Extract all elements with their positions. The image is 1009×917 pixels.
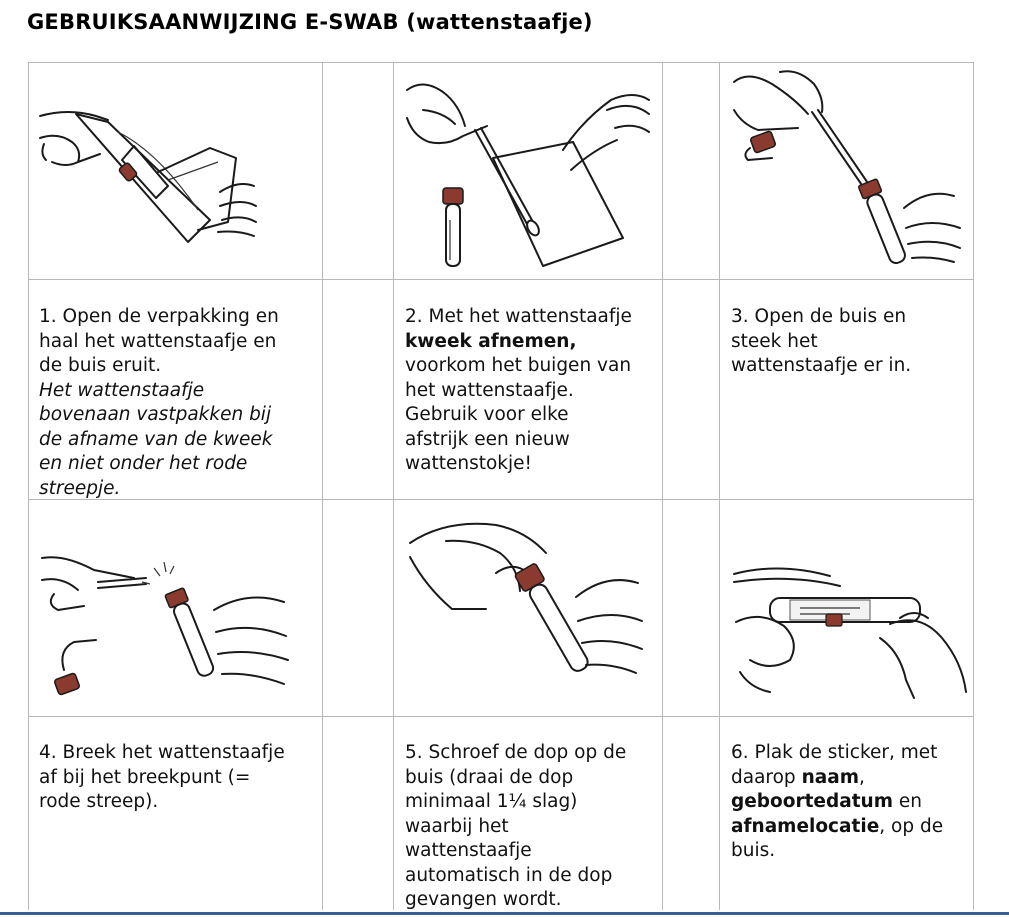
step-text-line: waarbij het <box>405 815 509 837</box>
grid-line <box>28 62 974 63</box>
step-note-line: de afname van de kweek <box>39 428 273 450</box>
grid-line <box>719 62 720 910</box>
emphasis-text: naam <box>801 766 859 788</box>
grid-line <box>28 499 974 500</box>
break-swab-illustration <box>41 556 289 696</box>
step-note-line: en niet onder het rode <box>39 453 248 474</box>
grid-line <box>662 62 663 910</box>
step-text-line: wattenstaafje er in. <box>731 355 912 376</box>
step-text-line: minimaal 1¼ slag) <box>405 791 578 812</box>
bottom-border-bar <box>0 912 1009 915</box>
step-text-line: afnamelocatie, op de <box>731 815 971 840</box>
grid-line <box>393 62 394 910</box>
step-text-line: voorkom het buigen van <box>405 355 632 376</box>
step-5-text: 5. Schroef de dop op de buis (draai de d… <box>405 741 661 913</box>
step-text-line: 3. Open de buis en <box>731 306 907 327</box>
step-text-line: rode streep). <box>39 791 159 812</box>
step-text-line: 5. Schroef de dop op de <box>405 742 627 763</box>
insert-swab-illustration <box>733 70 961 265</box>
grid-line <box>28 716 974 717</box>
instruction-table: 1. Open de verpakking en haal het watten… <box>28 62 974 910</box>
step-text-line: Gebruik voor elke <box>405 404 569 425</box>
step-text-line: de buis eruit. <box>39 355 162 376</box>
step-text-line: wattenstaafje <box>405 840 532 861</box>
page-title: GEBRUIKSAANWIJZING E-SWAB (wattenstaafje… <box>27 10 593 34</box>
step-text-line: af bij het breekpunt (= <box>39 766 251 788</box>
emphasis-text: afnamelocatie <box>731 815 880 837</box>
step-text-line: steek het <box>731 330 818 352</box>
step-note-line: streepje. <box>39 477 121 499</box>
step-2-text: 2. Met het wattenstaafje kweek afnemen, … <box>405 305 661 477</box>
step-text-line: haal het wattenstaafje en <box>39 330 277 352</box>
text-post: , <box>858 766 865 788</box>
step-text-line: geboortedatum en <box>731 790 971 815</box>
step-text-line: 4. Breek het wattenstaafje <box>39 742 285 763</box>
step-text-line: 1. Open de verpakking en <box>39 306 279 327</box>
step-note-line: Het wattenstaafje <box>39 379 205 401</box>
text-post: , op de <box>879 815 944 837</box>
text-post: en <box>892 791 922 812</box>
step-text-line: 6. Plak de sticker, met <box>731 742 938 763</box>
step-text-line: buis. <box>731 840 776 861</box>
grid-line <box>322 62 323 910</box>
step-text-line: daarop naam, <box>731 766 971 791</box>
step-text-line: 2. Met het wattenstaafje <box>405 306 632 327</box>
screw-cap-illustration <box>409 522 643 674</box>
step-text-line: automatisch in de dop <box>405 864 613 886</box>
open-package-illustration <box>39 111 257 243</box>
emphasis-text: geboortedatum <box>731 791 893 812</box>
step-text-line: het wattenstaafje. <box>405 379 574 401</box>
step-4-text: 4. Breek het wattenstaafje af bij het br… <box>39 741 319 815</box>
step-text-line: buis (draai de dop <box>405 766 574 788</box>
step-3-text: 3. Open de buis en steek het wattenstaaf… <box>731 305 971 379</box>
text-pre: daarop <box>731 766 802 788</box>
step-6-text: 6. Plak de sticker, met daarop naam, geb… <box>731 741 971 864</box>
emphasis-text: kweek afnemen, <box>405 330 577 352</box>
step-note-line: bovenaan vastpakken bij <box>39 404 272 425</box>
step-text-line: wattenstokje! <box>405 453 532 474</box>
grid-line <box>973 62 974 910</box>
step-text-line: gevangen wordt. <box>405 889 562 910</box>
swab-sample-illustration <box>406 83 650 267</box>
step-text-line: kweek afnemen, <box>405 330 661 355</box>
apply-sticker-illustration <box>733 567 967 699</box>
grid-line <box>28 279 974 280</box>
grid-line <box>28 62 29 910</box>
step-1-text: 1. Open de verpakking en haal het watten… <box>39 305 319 501</box>
step-text-line: afstrijk een nieuw <box>405 428 570 450</box>
